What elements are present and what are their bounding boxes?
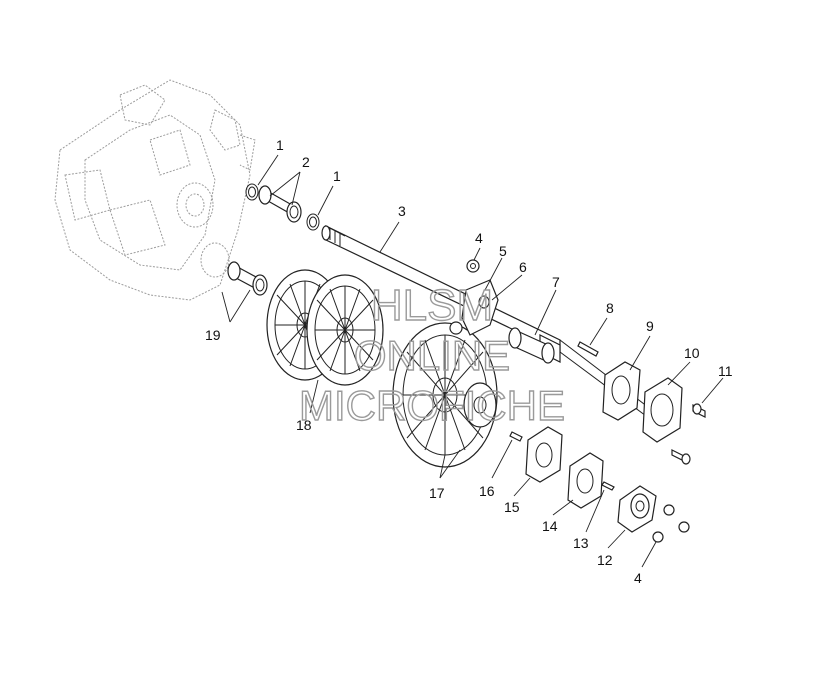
label-9: 9 <box>646 318 654 334</box>
label-1-lower: 1 <box>333 168 341 184</box>
transmission-housing-ghost <box>54 79 256 301</box>
label-12: 12 <box>597 552 613 568</box>
bolt-11-upper <box>692 403 706 418</box>
label-3: 3 <box>398 203 406 219</box>
nut-4-lower-a <box>663 504 675 516</box>
bearing-plate-10 <box>642 377 683 443</box>
gasket-9 <box>602 361 641 421</box>
label-19: 19 <box>205 327 221 343</box>
nut-4-lower-c <box>652 531 664 543</box>
sprocket-middle <box>306 274 384 386</box>
nut-4-upper <box>466 259 480 273</box>
label-5: 5 <box>499 243 507 259</box>
snap-ring-upper <box>245 183 259 201</box>
label-11: 11 <box>718 363 733 379</box>
snap-ring-lower <box>306 213 320 231</box>
shaft-collar-7 <box>508 327 555 364</box>
label-13: 13 <box>573 535 589 551</box>
label-4-lower: 4 <box>634 570 642 586</box>
part-labels: 1 2 1 3 4 5 6 7 8 9 10 11 19 18 17 16 15… <box>205 137 733 586</box>
label-1-upper: 1 <box>276 137 284 153</box>
label-17: 17 <box>429 485 445 501</box>
label-15: 15 <box>504 499 520 515</box>
watermark-line1: HLSM <box>371 281 493 330</box>
label-8: 8 <box>606 300 614 316</box>
watermark: HLSM ONLINE MICROFICHE <box>298 280 565 429</box>
label-16: 16 <box>479 483 495 499</box>
key-8 <box>577 341 599 357</box>
pin-13 <box>601 481 615 491</box>
bracket-6 <box>449 279 499 336</box>
label-6: 6 <box>519 259 527 275</box>
bolt-11-lower <box>671 449 691 465</box>
bearing-19 <box>227 261 268 296</box>
label-7: 7 <box>552 274 560 290</box>
gasket-14 <box>567 452 604 509</box>
screw-16 <box>509 431 523 442</box>
label-4-upper: 4 <box>475 230 483 246</box>
driveshaft <box>321 225 666 431</box>
needle-bearing-pair <box>258 185 302 223</box>
seal-plate-15 <box>525 426 563 483</box>
leader-lines <box>221 154 724 568</box>
label-18: 18 <box>296 417 312 433</box>
watermark-line3: MICROFICHE <box>299 382 565 429</box>
label-14: 14 <box>542 518 558 534</box>
nut-4-lower-b <box>678 521 690 533</box>
sprocket-front <box>392 322 498 468</box>
end-cap-12 <box>617 485 657 533</box>
watermark-line2: ONLINE <box>354 332 510 379</box>
label-10: 10 <box>684 345 700 361</box>
label-2: 2 <box>302 154 310 170</box>
